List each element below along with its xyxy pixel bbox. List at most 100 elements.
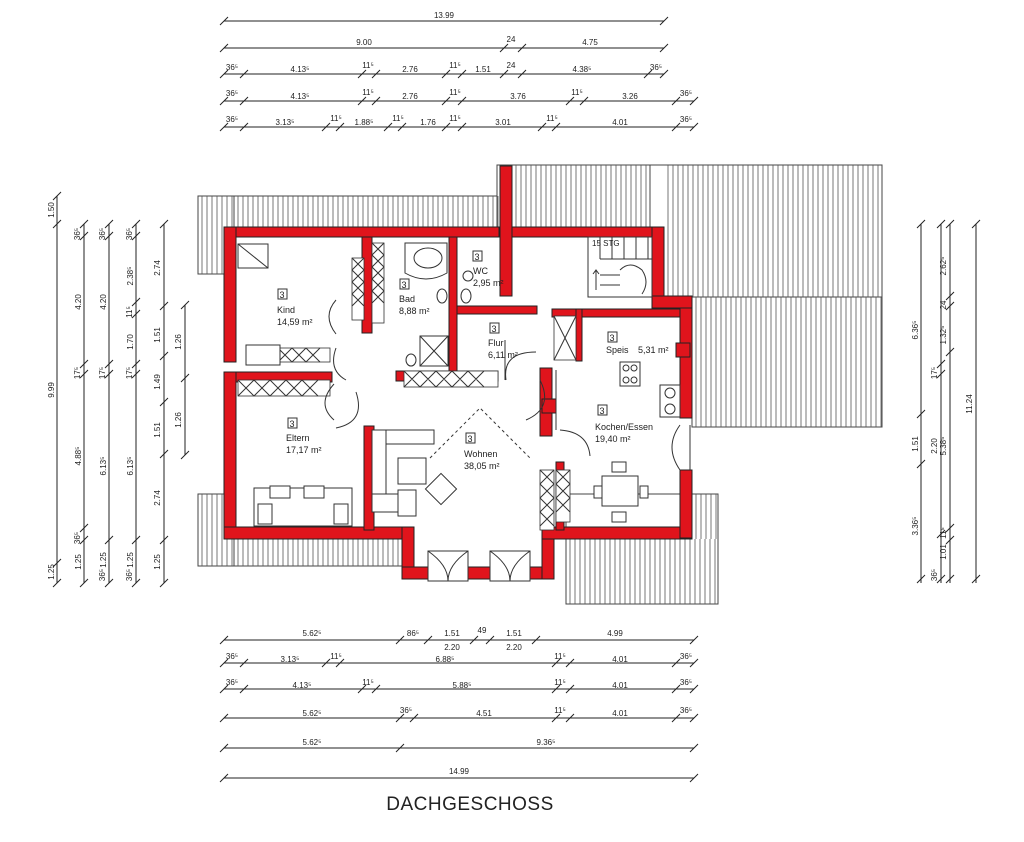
roof-top-right xyxy=(496,164,680,231)
room-num-wc: 3 xyxy=(474,252,479,262)
wc-sink xyxy=(462,270,474,282)
dim-bottom-4-5: 36⁵ xyxy=(680,706,692,715)
dim-left-5-4: 2.74 xyxy=(153,490,162,506)
roof-right-lower xyxy=(691,296,883,428)
dim-left-4-6: 36⁵ xyxy=(125,569,134,581)
chair-bottom xyxy=(611,511,627,523)
wall-wc-flur xyxy=(456,305,538,315)
room-eltern: 3 Eltern 17,17 m² xyxy=(286,417,322,455)
cabinet-bad-left xyxy=(371,242,385,324)
stair-outline xyxy=(587,236,653,298)
room-num-eltern: 3 xyxy=(289,419,294,429)
roof-right-upper xyxy=(649,164,883,298)
wall-top-right xyxy=(498,226,665,238)
right-dimension-chains: 6.36⁵ 1.51 3.36⁵ 17⁵ 2.20 36⁵ 2.62⁵ 24 1… xyxy=(911,219,981,584)
wall-speis-left xyxy=(575,308,583,362)
dim-left-4-5: 6.13⁵ xyxy=(126,457,135,476)
dim-left-5-3: 1.51 xyxy=(153,422,162,438)
bottom-dimension-chains: 5.62⁵ 86⁵ 1.51 49 1.51 4.99 2.20 2.20 36… xyxy=(219,626,699,783)
dim-right-3-0: 2.62⁵ xyxy=(939,257,948,276)
dim-top-3-8: 36⁵ xyxy=(650,63,662,72)
dim-right-3-3: 5.38⁵ xyxy=(939,437,948,456)
room-area-wohnen: 38,05 m² xyxy=(464,461,500,471)
room-name-bad: Bad xyxy=(399,294,415,304)
dim-bottom-1-5: 4.99 xyxy=(607,629,623,638)
dim-bottom-2-0: 36⁵ xyxy=(226,652,238,661)
dim-left-2-0: 36⁵ xyxy=(73,228,82,240)
dim-top-2-2: 4.75 xyxy=(582,38,598,47)
dim-right-1-1: 1.51 xyxy=(911,436,920,452)
chair-top xyxy=(611,461,627,473)
room-num-wohnen: 3 xyxy=(467,434,472,444)
dim-top-3-7: 4.38⁵ xyxy=(573,65,592,74)
chair-left xyxy=(593,485,603,499)
dim-left-3-2: 17⁵ xyxy=(98,367,107,379)
kitchen-stove xyxy=(619,361,641,387)
dim-bottom-4-0: 5.62⁵ xyxy=(303,709,322,718)
dim-bottom-3-3: 5.88⁵ xyxy=(453,681,472,690)
dim-top-3-6: 24 xyxy=(507,61,516,70)
built-in-cabinets xyxy=(237,242,577,531)
dim-top-5-10: 36⁵ xyxy=(680,115,692,124)
wall-left-upper xyxy=(223,226,237,363)
dim-bottom-1b-1: 2.20 xyxy=(506,643,522,652)
door-swings-right xyxy=(504,340,591,457)
side-chair xyxy=(371,493,399,513)
door-swings-left xyxy=(324,299,359,429)
dim-left-4-7: 1.25 xyxy=(126,552,135,568)
room-flur: 3 Flur 6,11 m² xyxy=(488,322,518,360)
room-area-flur: 6,11 m² xyxy=(488,350,518,360)
wall-top-left xyxy=(223,226,500,238)
dim-bottom-2-2: 11⁵ xyxy=(330,652,342,661)
chair-right xyxy=(639,485,649,499)
dim-right-1-2: 3.36⁵ xyxy=(911,517,920,536)
dim-left-2-2: 17⁵ xyxy=(73,367,82,379)
coffee-table xyxy=(424,472,458,506)
room-area-kind: 14,59 m² xyxy=(277,317,313,327)
room-area-wc: 2,95 m² xyxy=(473,278,504,288)
dim-left-2-1: 4.20 xyxy=(74,294,83,310)
dim-right-3-2: 1.32⁵ xyxy=(939,326,948,345)
room-kochen-essen: 3 Kochen/Essen 19,40 m² xyxy=(595,404,653,444)
dim-right-2-2: 36⁵ xyxy=(930,569,939,581)
dim-bottom-2-4: 11⁵ xyxy=(554,652,566,661)
dim-left-6-1: 1.26 xyxy=(174,412,183,428)
dim-bottom-2-5: 4.01 xyxy=(612,655,628,664)
room-name-wohnen: Wohnen xyxy=(464,449,497,459)
dim-left-3-1: 4.20 xyxy=(99,294,108,310)
dim-bottom-3-0: 36⁵ xyxy=(226,678,238,687)
nightstand-right xyxy=(333,503,349,525)
room-name-wc: WC xyxy=(473,266,488,276)
dim-top-5-3: 1.88⁵ xyxy=(355,118,374,127)
dim-bottom-4-3: 11⁵ xyxy=(554,706,566,715)
dim-bottom-5-1: 9.36⁵ xyxy=(537,738,556,747)
dim-left-3-3: 6.13⁵ xyxy=(99,457,108,476)
room-kind: 3 Kind 14,59 m² xyxy=(277,288,313,327)
left-dimension-chains: 1.50 9.99 1.25 36⁵ 4.20 17⁵ 4.88⁵ 36⁵ 1.… xyxy=(47,191,190,588)
room-num-speis: 3 xyxy=(609,333,614,343)
dim-bottom-3-5: 4.01 xyxy=(612,681,628,690)
dim-top-3-3: 2.76 xyxy=(402,65,418,74)
bad-sink xyxy=(436,288,448,304)
dim-top-5-4: 11⁵ xyxy=(392,114,404,123)
dim-right-1-0: 6.36⁵ xyxy=(911,321,920,340)
wall-flur-top xyxy=(499,165,513,297)
room-wc: 3 WC 2,95 m² xyxy=(472,250,504,288)
dim-left-5-0: 2.74 xyxy=(153,260,162,276)
dim-left-2-4: 36⁵ xyxy=(73,532,82,544)
dim-top-4-2: 11⁵ xyxy=(362,88,374,97)
dim-top-5-2: 11⁵ xyxy=(330,114,342,123)
room-area-bad: 8,88 m² xyxy=(399,306,430,316)
room-num-kochen: 3 xyxy=(599,406,604,416)
wall-bad-flur xyxy=(448,236,458,378)
room-name-kind: Kind xyxy=(277,305,295,315)
wall-left-lower xyxy=(223,371,237,538)
dim-right-4-0: 11.24 xyxy=(965,394,974,414)
staircase xyxy=(587,236,653,298)
pillow-right xyxy=(303,485,325,499)
dim-top-4-8: 36⁵ xyxy=(680,89,692,98)
dim-bottom-3-6: 36⁵ xyxy=(680,678,692,687)
room-wohnen: 3 Wohnen 38,05 m² xyxy=(464,432,500,471)
room-speis: 3 Speis 5,31 m² xyxy=(606,331,669,355)
